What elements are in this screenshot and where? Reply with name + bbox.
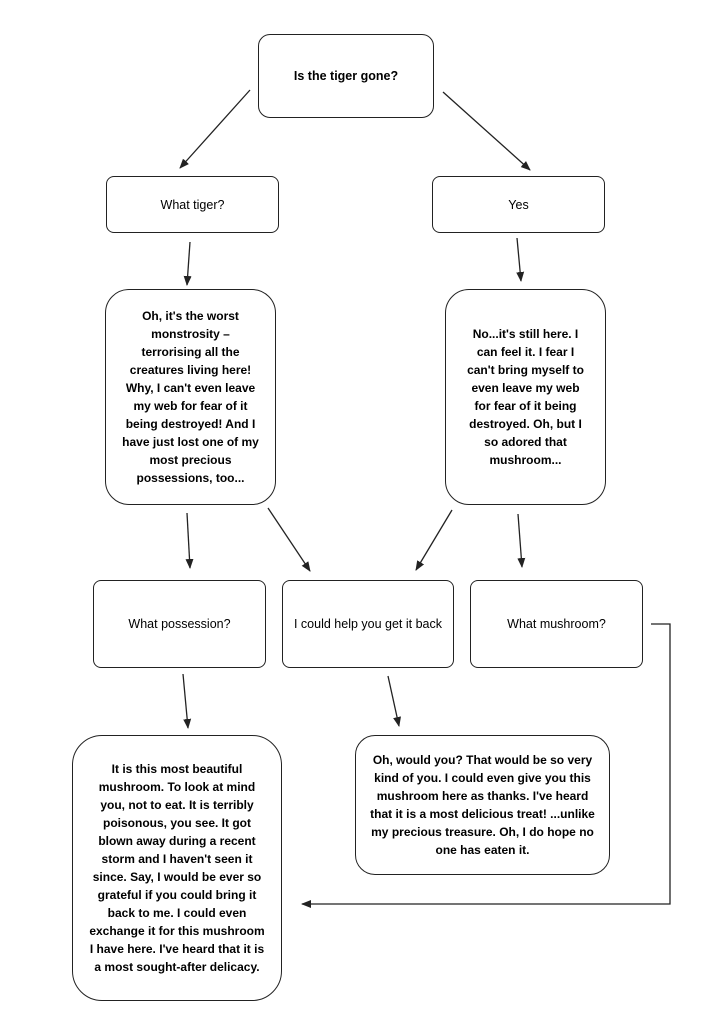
arrow-yes-to-still-here — [516, 237, 525, 282]
arrow-still-here-to-help — [415, 509, 453, 571]
arrow-monstrosity-to-help — [267, 507, 311, 572]
node-would-you: Oh, would you? That would be so very kin… — [355, 735, 610, 875]
node-would-you-text: Oh, would you? That would be so very kin… — [370, 753, 595, 857]
node-still-here: No...it's still here. I can feel it. I f… — [445, 289, 606, 505]
node-yes: Yes — [432, 176, 605, 233]
arrow-what-mushroom-to-beautiful-mushroom — [301, 623, 671, 908]
node-what-mushroom: What mushroom? — [470, 580, 643, 668]
node-still-here-text: No...it's still here. I can feel it. I f… — [467, 327, 584, 467]
node-what-tiger: What tiger? — [106, 176, 279, 233]
node-help-get-it-back-text: I could help you get it back — [293, 617, 442, 631]
node-worst-monstrosity: Oh, it's the worst monstrosity – terrori… — [105, 289, 276, 505]
node-what-possession: What possession? — [93, 580, 266, 668]
node-help-get-it-back: I could help you get it back — [282, 580, 454, 668]
node-root-question-text: Is the tiger gone? — [293, 69, 399, 83]
arrow-root-to-yes — [442, 91, 531, 171]
arrow-help-to-would-you — [387, 675, 401, 727]
node-what-mushroom-text: What mushroom? — [507, 617, 606, 631]
node-what-tiger-text: What tiger? — [160, 197, 225, 212]
arrow-what-tiger-to-monstrosity — [183, 241, 192, 286]
node-root-question: Is the tiger gone? — [258, 34, 434, 118]
arrow-still-here-to-what-mushroom — [517, 513, 526, 568]
node-yes-text: Yes — [508, 197, 529, 212]
node-beautiful-mushroom-text: It is this most beautiful mushroom. To l… — [89, 762, 265, 974]
node-beautiful-mushroom: It is this most beautiful mushroom. To l… — [72, 735, 282, 1001]
arrow-monstrosity-to-what-possession — [185, 512, 194, 569]
arrow-what-possession-to-beautiful-mushroom — [182, 673, 192, 729]
node-worst-monstrosity-text: Oh, it's the worst monstrosity – terrori… — [122, 309, 259, 485]
node-what-possession-text: What possession? — [128, 617, 231, 631]
arrow-root-to-what-tiger — [179, 89, 251, 169]
